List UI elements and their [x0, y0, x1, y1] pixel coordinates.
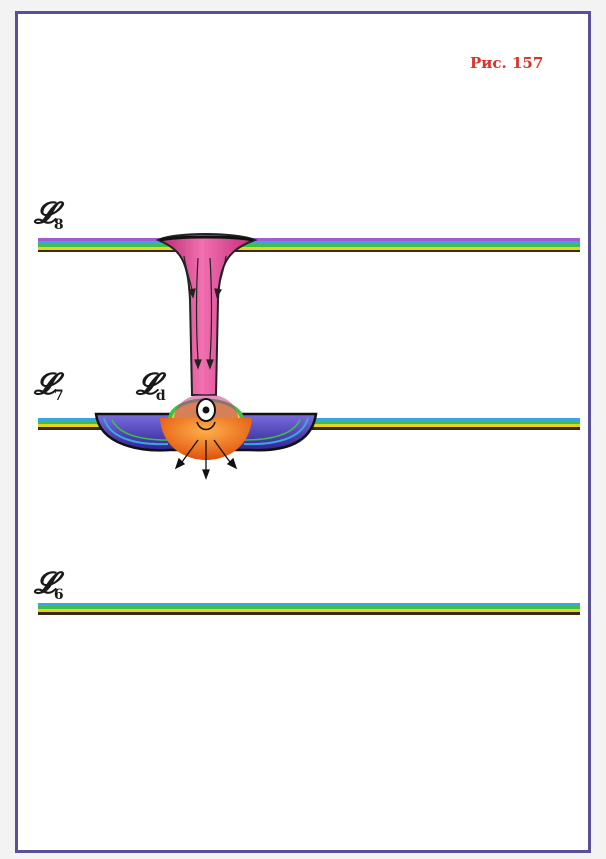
level-stripe-l8 — [38, 238, 580, 252]
funnel-channel — [158, 234, 255, 395]
level-stripe-l6 — [38, 603, 580, 615]
